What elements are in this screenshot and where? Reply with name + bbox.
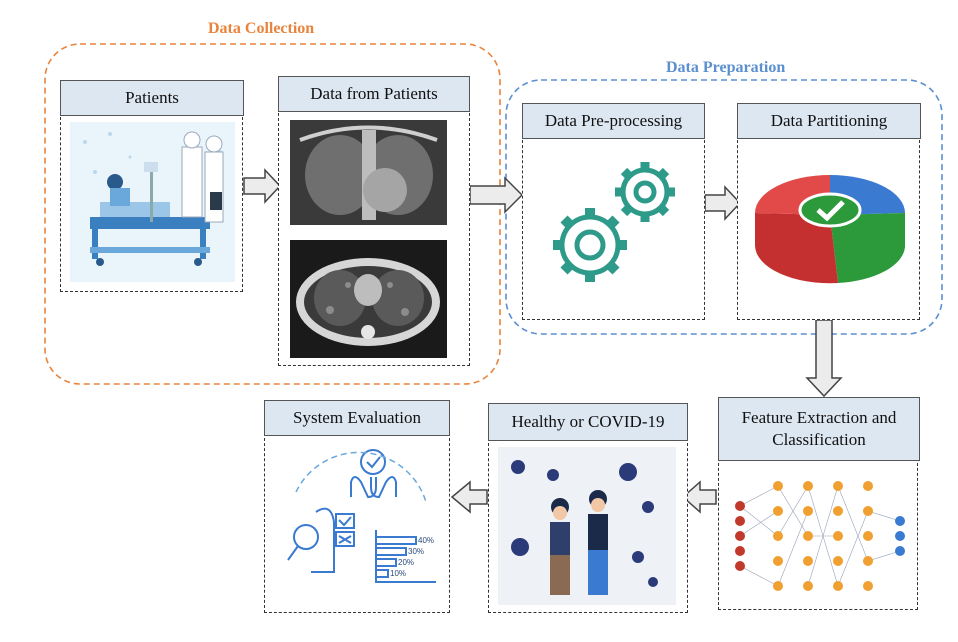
neural-network-illustration bbox=[735, 481, 905, 591]
partitioning-title: Data Partitioning bbox=[737, 103, 921, 139]
arrow-data-to-preprocessing bbox=[469, 176, 524, 214]
arrow-partitioning-to-feature bbox=[805, 319, 843, 398]
arrow-result-to-evaluation bbox=[450, 480, 488, 514]
chest-xray-image bbox=[290, 120, 447, 225]
patient-bed-illustration bbox=[70, 122, 235, 282]
arrow-preprocessing-to-partitioning bbox=[704, 185, 742, 221]
data-from-patients-title: Data from Patients bbox=[278, 76, 470, 112]
people-virus-illustration bbox=[498, 447, 676, 605]
data-collection-group bbox=[44, 43, 501, 385]
gears-icon bbox=[553, 162, 675, 282]
evaluation-bar-label-4: 10% bbox=[390, 569, 406, 578]
preprocessing-title: Data Pre-processing bbox=[522, 103, 705, 139]
data-preparation-label: Data Preparation bbox=[666, 59, 786, 76]
healthy-covid-title: Healthy or COVID-19 bbox=[488, 403, 688, 441]
evaluation-illustration: 40% 30% 20% 10% bbox=[287, 449, 436, 583]
patients-title: Patients bbox=[60, 80, 244, 116]
feature-extraction-card bbox=[718, 458, 918, 610]
system-evaluation-title: System Evaluation bbox=[264, 400, 450, 436]
evaluation-bar-label-2: 30% bbox=[408, 547, 424, 556]
data-collection-label: Data Collection bbox=[208, 20, 315, 37]
arrow-patients-to-data bbox=[243, 168, 282, 204]
feature-extraction-title: Feature Extraction and Classification bbox=[718, 397, 920, 461]
chest-ct-image bbox=[290, 240, 447, 358]
pie-partition-icon bbox=[754, 175, 905, 284]
evaluation-bar-label-3: 20% bbox=[398, 558, 414, 567]
evaluation-bar-label-1: 40% bbox=[418, 536, 434, 545]
arrow-feature-to-result bbox=[681, 480, 717, 514]
